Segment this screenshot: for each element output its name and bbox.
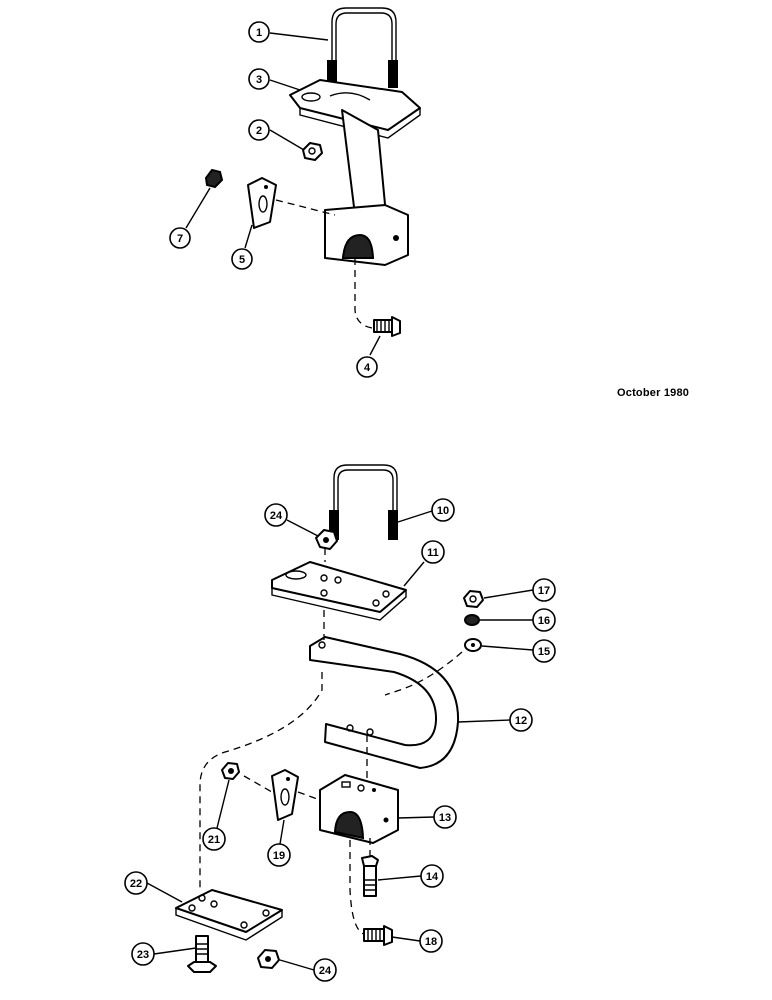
callout-11: 11 [421, 540, 445, 564]
svg-text:14: 14 [426, 871, 439, 883]
hex-nut-icon [221, 762, 240, 780]
bolt-icon [187, 935, 217, 973]
callout-10: 10 [431, 498, 455, 522]
callout-24-bottom: 24 [313, 958, 337, 982]
hex-nut-icon [315, 529, 338, 550]
callout-22: 22 [124, 871, 148, 895]
svg-text:22: 22 [130, 878, 142, 890]
svg-text:15: 15 [538, 646, 550, 658]
callout-16: 16 [532, 608, 556, 632]
svg-text:7: 7 [177, 233, 183, 245]
svg-text:16: 16 [538, 615, 550, 627]
svg-text:17: 17 [538, 585, 550, 597]
svg-text:24: 24 [270, 510, 283, 522]
plate-icon [271, 561, 407, 621]
svg-text:11: 11 [427, 547, 439, 559]
svg-text:13: 13 [439, 812, 451, 824]
upper-assembly: 1 3 2 7 5 4 [169, 7, 421, 378]
svg-text:4: 4 [364, 362, 371, 374]
callout-17: 17 [532, 578, 556, 602]
svg-text:10: 10 [437, 505, 449, 517]
bolt-icon [373, 316, 401, 337]
curved-shank-icon [309, 636, 460, 769]
callout-3: 3 [248, 68, 270, 90]
plate-icon [175, 889, 283, 941]
callout-18: 18 [419, 929, 443, 953]
callout-24-top: 24 [264, 503, 288, 527]
callout-13: 13 [433, 805, 457, 829]
clamp-column-icon [289, 79, 421, 266]
callout-14: 14 [420, 864, 444, 888]
plate-icon [247, 177, 277, 229]
callout-21: 21 [202, 827, 226, 851]
callout-23: 23 [131, 942, 155, 966]
date-note: October 1980 [617, 387, 690, 399]
svg-text:5: 5 [239, 254, 245, 266]
svg-text:12: 12 [515, 715, 527, 727]
callout-7: 7 [169, 227, 191, 249]
hex-nut-icon [463, 590, 484, 608]
svg-text:1: 1 [256, 27, 262, 39]
plate-icon [271, 769, 299, 821]
svg-text:24: 24 [319, 965, 332, 977]
svg-text:3: 3 [256, 74, 262, 86]
svg-text:2: 2 [256, 125, 262, 137]
lock-washer-icon [464, 614, 480, 626]
callout-12: 12 [509, 708, 533, 732]
svg-text:21: 21 [208, 834, 220, 846]
hex-nut-icon [302, 142, 323, 161]
callout-1: 1 [248, 21, 270, 43]
bolt-icon [363, 925, 393, 946]
callout-4: 4 [356, 356, 378, 378]
callout-19: 19 [267, 843, 291, 867]
svg-text:18: 18 [425, 936, 437, 948]
hex-nut-icon [257, 949, 280, 969]
u-bolt-icon [327, 7, 398, 88]
hex-nut-icon [204, 168, 224, 189]
svg-text:23: 23 [137, 949, 149, 961]
lower-assembly: 24 10 11 17 16 15 12 21 [124, 464, 556, 982]
callout-15: 15 [532, 639, 556, 663]
svg-text:19: 19 [273, 850, 285, 862]
bracket-icon [319, 774, 399, 844]
bolt-icon [361, 855, 379, 897]
u-bolt-icon [329, 464, 398, 540]
callout-2: 2 [248, 119, 270, 141]
washer-icon [464, 638, 482, 652]
callout-5: 5 [231, 248, 253, 270]
